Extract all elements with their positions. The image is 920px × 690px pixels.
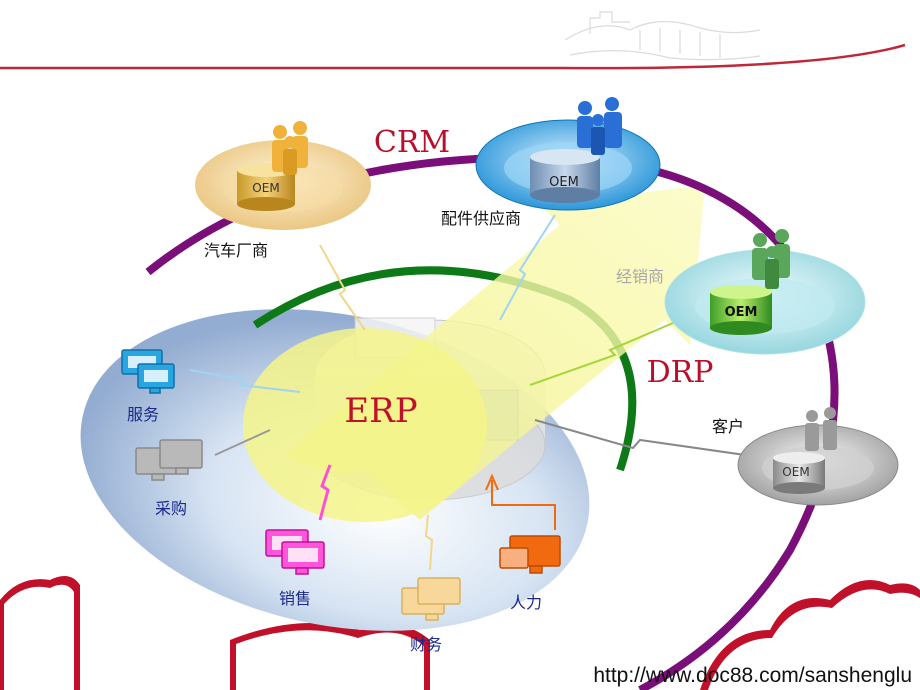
cloud-decoration <box>0 576 920 690</box>
service-monitor-icon <box>121 349 175 394</box>
oem-label: OEM <box>252 181 279 195</box>
oem-label: OEM <box>725 305 758 320</box>
people-icon <box>805 407 837 451</box>
oem-node-dealer: OEM <box>664 229 866 355</box>
sales-monitor-icon <box>265 529 325 575</box>
people-icon <box>577 97 622 155</box>
parts-supplier-label: 配件供应商 <box>441 209 521 228</box>
connectors <box>189 214 781 571</box>
oem-node-carmaker: OEM <box>195 121 371 230</box>
hr-monitor-icon <box>499 535 561 574</box>
oem-label: OEM <box>782 465 809 479</box>
carmaker-label: 汽车厂商 <box>204 241 268 260</box>
people-icon <box>272 121 308 175</box>
oem-node-parts-supplier: OEM <box>475 97 661 211</box>
finance-monitor-icon <box>401 577 461 621</box>
purchase-label: 采购 <box>155 499 187 518</box>
people-icon <box>752 229 790 289</box>
service-label: 服务 <box>127 405 159 424</box>
purchase-monitor-icon <box>135 439 203 481</box>
sales-label: 销售 <box>279 589 311 608</box>
oem-node-customer: OEM <box>737 407 899 506</box>
header-decoration <box>0 11 906 70</box>
customer-label: 客户 <box>712 417 744 436</box>
dealer-label: 经销商 <box>616 267 664 286</box>
oem-label: OEM <box>549 175 579 190</box>
erp-disk <box>243 328 487 522</box>
erp-label: ERP <box>344 391 417 431</box>
crm-label: CRM <box>374 125 450 160</box>
source-url: http://www.doc88.com/sanshenglu <box>593 664 912 687</box>
finance-label: 财务 <box>410 635 442 654</box>
drp-label: DRP <box>647 355 714 390</box>
hr-label: 人力 <box>510 593 542 612</box>
great-wall-watermark <box>564 11 761 61</box>
